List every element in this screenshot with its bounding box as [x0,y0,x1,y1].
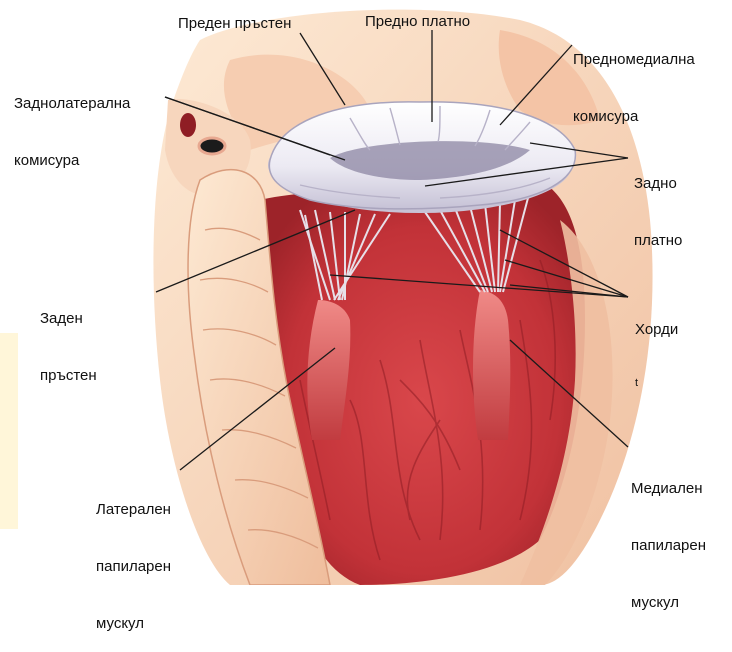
label-posterior-leaflet-line2: платно [634,231,682,250]
label-posterior-ring-line2: пръстен [40,366,97,385]
label-posterior-ring-line1: Заден [40,309,97,328]
label-lateral-papillary-muscle: Латерален папиларен мускул [96,462,171,652]
label-posterior-leaflet-line1: Задно [634,174,682,193]
label-anteromedial-commissure-line2: комисура [573,107,695,126]
label-lateral-papillary-muscle-line3: мускул [96,614,171,633]
label-posterolateral-commissure-line2: комисура [14,151,130,170]
vessel-opening-2 [199,138,225,154]
label-lateral-papillary-muscle-line1: Латерален [96,500,171,519]
label-medial-papillary-muscle-line1: Медиален [631,479,706,498]
label-medial-papillary-muscle-line3: мускул [631,593,706,612]
label-anteromedial-commissure: Предномедиална комисура [573,12,695,145]
vessel-opening-1 [180,113,196,137]
label-medial-papillary-muscle: Медиален папиларен мускул [631,441,706,631]
label-posterolateral-commissure-line1: Заднолатерална [14,94,130,113]
label-chordae-line1: Хорди [635,320,678,339]
label-posterior-ring: Заден пръстен [40,271,97,404]
label-posterior-leaflet: Задно платно [634,136,682,269]
label-anteromedial-commissure-line1: Предномедиална [573,50,695,69]
label-chordae-line2: t [635,377,678,389]
medial-papillary-muscle [473,290,510,440]
label-anterior-leaflet: Предно платно [365,12,470,31]
label-anterior-ring: Преден пръстен [178,14,291,33]
label-medial-papillary-muscle-line2: папиларен [631,536,706,555]
label-chordae: Хорди t [635,282,678,408]
label-lateral-papillary-muscle-line2: папиларен [96,557,171,576]
label-posterolateral-commissure: Заднолатерална комисура [14,56,130,189]
